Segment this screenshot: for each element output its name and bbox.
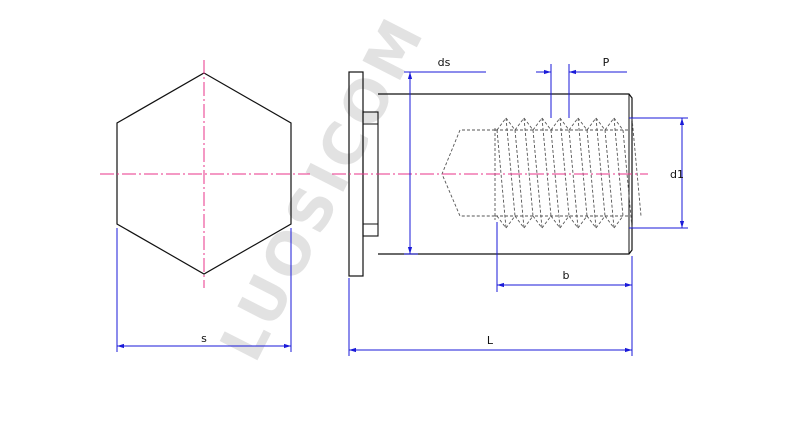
ds-dimension-label: ds xyxy=(438,56,451,69)
P-dimension-label: P xyxy=(603,56,610,69)
s-dimension-label: s xyxy=(201,332,207,345)
thread-flank-line xyxy=(496,129,507,229)
thread-flank-line xyxy=(532,129,543,229)
L-dimension-label: L xyxy=(487,334,494,347)
hex-end-view: s xyxy=(100,60,310,352)
thread-flank-line xyxy=(541,117,552,217)
thread-flank-line xyxy=(595,117,606,217)
thread-flank-line xyxy=(505,117,516,217)
thread-flank-line xyxy=(631,117,642,217)
thread-flank-line xyxy=(568,129,579,229)
thread-flank-line xyxy=(586,129,597,229)
thread-flank-line xyxy=(559,117,570,217)
thread-flank-line xyxy=(523,117,534,217)
thread-flank-line xyxy=(613,117,624,217)
d1-dimension-label: d1 xyxy=(670,168,684,181)
hex-outline xyxy=(116,72,292,275)
hidden-thread xyxy=(441,117,642,229)
b-dimension-label: b xyxy=(563,269,570,282)
thread-flank-line xyxy=(604,129,615,229)
thread-flank-line xyxy=(577,117,588,217)
thread-flank-line xyxy=(622,129,633,229)
watermark-text: LUOSICOM xyxy=(207,5,438,371)
thread-flank-line xyxy=(514,129,525,229)
thread-flank-line xyxy=(550,129,561,229)
side-view: L b ds P d1 xyxy=(332,56,688,356)
